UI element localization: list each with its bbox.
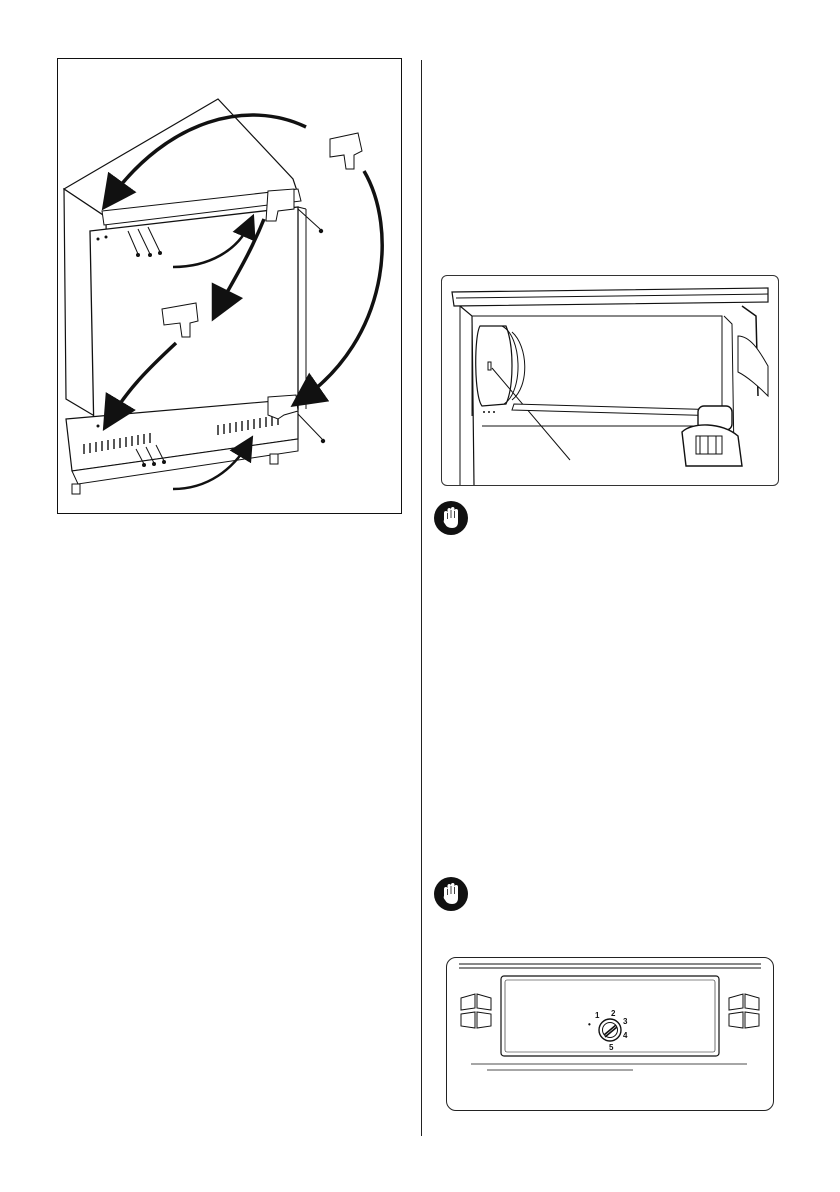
- door-hinge-reversal-illustration: [57, 58, 402, 514]
- dial-number-3: 3: [623, 1017, 628, 1026]
- dial-number-5: 5: [609, 1043, 614, 1052]
- stop-hand-icon: [433, 500, 469, 536]
- thermostat-control-panel-illustration: 1 2 3 4 5 •: [446, 957, 774, 1111]
- stop-hand-icon: [433, 876, 469, 912]
- fridge-interior-lamp-illustration: [441, 275, 779, 486]
- dial-number-1: 1: [595, 1011, 600, 1020]
- column-divider: [421, 60, 422, 1136]
- dial-number-4: 4: [623, 1031, 628, 1040]
- dial-min-mark: •: [588, 1020, 591, 1029]
- dial-number-2: 2: [611, 1009, 616, 1018]
